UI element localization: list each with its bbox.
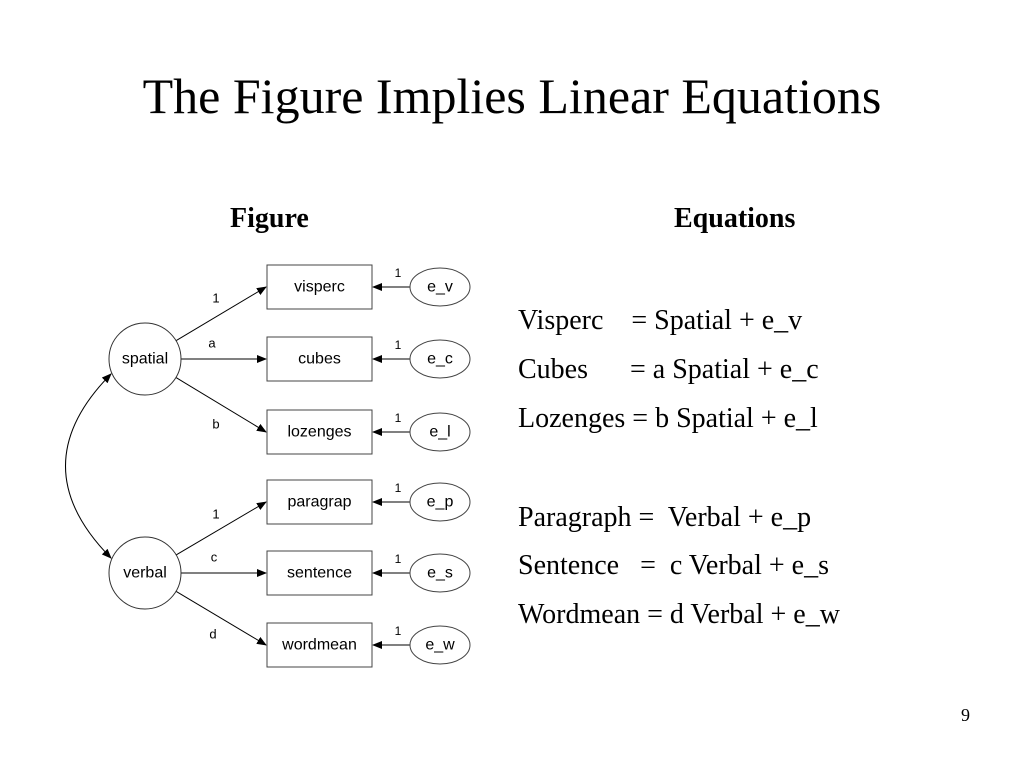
- loading-label-visperc: 1: [212, 291, 219, 306]
- equation-sentence: Sentence = c Verbal + e_s: [518, 550, 829, 581]
- error-cubes: [409, 339, 471, 379]
- loading-label-lozenges: b: [212, 417, 219, 432]
- error-weight-wordmean: 1: [395, 624, 402, 638]
- error-weight-visperc: 1: [395, 266, 402, 280]
- loading-arrow-paragrap: [175, 501, 267, 556]
- loading-label-cubes: a: [208, 336, 216, 351]
- equation-paragraph: Paragraph = Verbal + e_p: [518, 502, 812, 533]
- equation-lozenges: Lozenges = b Spatial + e_l: [518, 403, 818, 434]
- figure-heading: Figure: [230, 203, 309, 234]
- error-weight-lozenges: 1: [395, 411, 402, 425]
- error-label-lozenges: e_l: [429, 424, 450, 441]
- error-label-wordmean: e_w: [425, 637, 455, 654]
- error-weight-sentence: 1: [395, 552, 402, 566]
- loading-label-sentence: c: [211, 550, 218, 565]
- loading-arrow-visperc: [175, 286, 267, 342]
- error-visperc: [409, 267, 471, 307]
- error-weight-paragrap: 1: [395, 481, 402, 495]
- indicator-label-lozenges: lozenges: [287, 424, 351, 441]
- slide-title: The Figure Implies Linear Equations: [142, 68, 882, 124]
- loading-arrow-wordmean: [175, 590, 267, 646]
- indicator-label-paragrap: paragrap: [287, 494, 351, 511]
- equations-heading: Equations: [674, 203, 796, 234]
- page-number: 9: [961, 705, 970, 725]
- error-label-visperc: e_v: [427, 279, 453, 296]
- factor-label-spatial: spatial: [122, 351, 168, 368]
- factor-spatial: [108, 322, 182, 396]
- error-label-cubes: e_c: [427, 351, 453, 368]
- indicator-box-sentence: [266, 550, 373, 596]
- equation-wordmean: Wordmean = d Verbal + e_w: [518, 599, 840, 630]
- indicator-label-cubes: cubes: [298, 351, 341, 368]
- loading-arrow-lozenges: [175, 377, 267, 433]
- equation-visperc: Visperc = Spatial + e_v: [518, 305, 803, 336]
- error-wordmean: [409, 625, 471, 665]
- indicator-label-sentence: sentence: [287, 565, 352, 582]
- indicator-label-visperc: visperc: [294, 279, 345, 296]
- loading-label-paragrap: 1: [212, 507, 219, 522]
- error-label-sentence: e_s: [427, 565, 453, 582]
- indicator-box-visperc: [266, 264, 373, 310]
- error-weight-cubes: 1: [395, 338, 402, 352]
- error-paragrap: [409, 482, 471, 522]
- loading-label-wordmean: d: [209, 627, 216, 642]
- error-label-paragrap: e_p: [427, 494, 454, 511]
- error-lozenges: [409, 412, 471, 452]
- indicator-box-cubes: [266, 336, 373, 382]
- indicator-box-lozenges: [266, 409, 373, 455]
- factor-verbal: [108, 536, 182, 610]
- error-sentence: [409, 553, 471, 593]
- indicator-box-paragrap: [266, 479, 373, 525]
- factor-covariance-arrow: [65, 373, 112, 559]
- indicator-label-wordmean: wordmean: [281, 637, 357, 654]
- factor-label-verbal: verbal: [123, 565, 167, 582]
- indicator-box-wordmean: [266, 622, 373, 668]
- equation-cubes: Cubes = a Spatial + e_c: [518, 354, 819, 385]
